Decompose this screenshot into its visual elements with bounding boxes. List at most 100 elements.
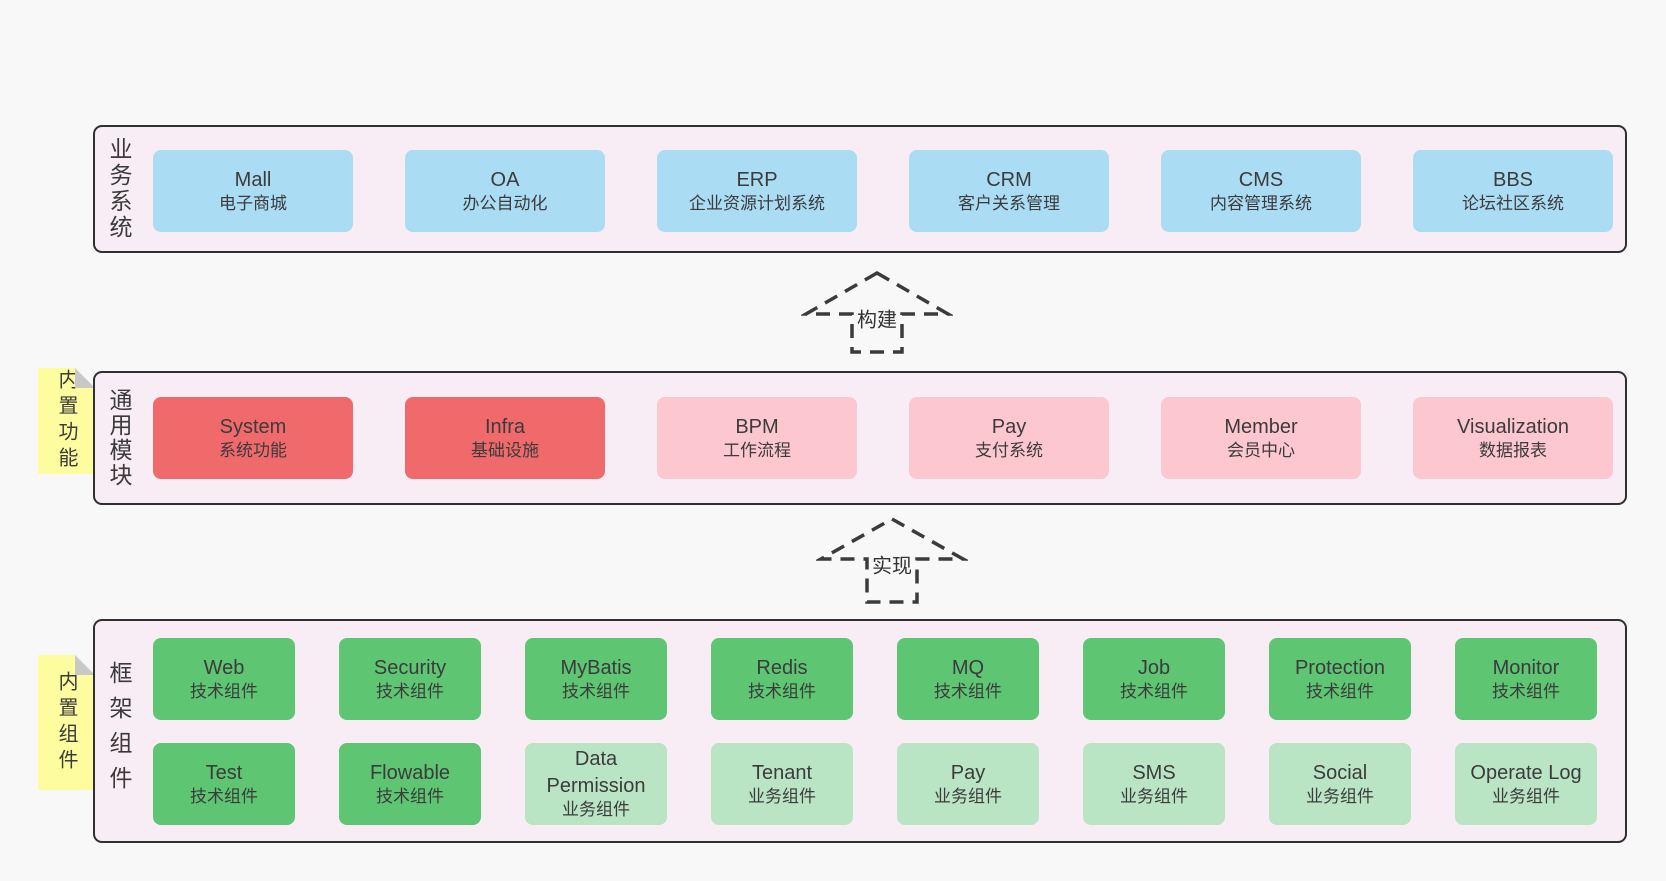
box-pay-biz: Pay 业务组件 (897, 743, 1039, 825)
dashed-up-arrow-icon (801, 270, 953, 354)
box-subtitle: 业务组件 (1120, 786, 1188, 806)
box-bpm: BPM 工作流程 (657, 397, 857, 479)
box-title: Security (373, 656, 447, 679)
section-label-business-systems: 业务系统 (97, 125, 141, 253)
box-subtitle: 内容管理系统 (1210, 193, 1312, 213)
sticky-note-builtin-components: 内置组件 (38, 655, 95, 790)
box-title: CRM (986, 168, 1032, 191)
box-oa: OA 办公自动化 (405, 150, 605, 232)
box-subtitle: 技术组件 (190, 681, 258, 701)
box-cms: CMS 内容管理系统 (1161, 150, 1361, 232)
box-title: Infra (484, 415, 526, 438)
box-operate-log: Operate Log 业务组件 (1455, 743, 1597, 825)
box-title: Member (1224, 415, 1298, 438)
box-title: Monitor (1492, 656, 1560, 679)
box-title: MQ (951, 656, 985, 679)
box-title: Tenant (751, 761, 813, 784)
box-subtitle: 业务组件 (562, 800, 630, 820)
box-monitor: Monitor 技术组件 (1455, 638, 1597, 720)
box-mq: MQ 技术组件 (897, 638, 1039, 720)
box-subtitle: 业务组件 (1492, 786, 1560, 806)
box-subtitle: 基础设施 (471, 440, 539, 460)
box-subtitle: 技术组件 (1120, 681, 1188, 701)
box-web: Web 技术组件 (153, 638, 295, 720)
box-subtitle: 业务组件 (934, 786, 1002, 806)
box-subtitle: 技术组件 (934, 681, 1002, 701)
box-member: Member 会员中心 (1161, 397, 1361, 479)
section-label-text: 业务系统 (106, 137, 132, 241)
box-bbs: BBS 论坛社区系统 (1413, 150, 1613, 232)
box-subtitle: 企业资源计划系统 (689, 193, 825, 213)
box-title: Visualization (1457, 415, 1569, 438)
box-data-permission: Data Permission 业务组件 (525, 743, 667, 825)
box-erp: ERP 企业资源计划系统 (657, 150, 857, 232)
box-redis: Redis 技术组件 (711, 638, 853, 720)
arrow-build: 构建 (801, 268, 953, 356)
arrow-implement: 实现 (816, 514, 968, 606)
box-subtitle: 数据报表 (1479, 440, 1547, 460)
box-subtitle: 电子商城 (219, 193, 287, 213)
box-subtitle: 工作流程 (723, 440, 791, 460)
box-subtitle: 技术组件 (376, 786, 444, 806)
box-subtitle: 业务组件 (748, 786, 816, 806)
section-label-text: 框架组件 (106, 661, 132, 801)
box-title: CMS (1238, 168, 1284, 191)
box-job: Job 技术组件 (1083, 638, 1225, 720)
box-subtitle: 论坛社区系统 (1462, 193, 1564, 213)
section-label-common-modules: 通用模块 (97, 371, 141, 505)
box-title: ERP (736, 168, 778, 191)
section-label-text: 通用模块 (106, 388, 132, 488)
box-title: Redis (756, 656, 808, 679)
box-subtitle: 技术组件 (1306, 681, 1374, 701)
box-title: Operate Log (1470, 761, 1582, 784)
box-title: Pay (950, 761, 986, 784)
box-subtitle: 技术组件 (562, 681, 630, 701)
sticky-label: 内置组件 (55, 670, 77, 775)
box-title: Data Permission (546, 748, 646, 797)
box-crm: CRM 客户关系管理 (909, 150, 1109, 232)
box-subtitle: 客户关系管理 (958, 193, 1060, 213)
box-title: Social (1312, 761, 1368, 784)
box-subtitle: 系统功能 (219, 440, 287, 460)
box-title: Flowable (369, 761, 451, 784)
box-social: Social 业务组件 (1269, 743, 1411, 825)
box-subtitle: 业务组件 (1306, 786, 1374, 806)
box-title: Pay (991, 415, 1027, 438)
box-title: Job (1137, 656, 1171, 679)
dashed-up-arrow-icon (816, 516, 968, 604)
arrow-label: 实现 (869, 549, 915, 579)
box-subtitle: 办公自动化 (462, 193, 548, 213)
box-title: Test (205, 761, 243, 784)
box-title: BBS (1492, 168, 1534, 191)
box-title: Protection (1294, 656, 1386, 679)
box-title: Mall (234, 168, 272, 191)
folded-corner (75, 368, 95, 388)
box-visualization: Visualization 数据报表 (1413, 397, 1613, 479)
box-subtitle: 技术组件 (190, 786, 258, 806)
folded-corner (75, 655, 95, 675)
sticky-label: 内置功能 (55, 369, 77, 473)
box-sms: SMS 业务组件 (1083, 743, 1225, 825)
box-title: Web (203, 656, 245, 679)
box-subtitle: 技术组件 (376, 681, 444, 701)
box-mall: Mall 电子商城 (153, 150, 353, 232)
box-mybatis: MyBatis 技术组件 (525, 638, 667, 720)
box-security: Security 技术组件 (339, 638, 481, 720)
box-protection: Protection 技术组件 (1269, 638, 1411, 720)
box-flowable: Flowable 技术组件 (339, 743, 481, 825)
box-title: OA (490, 168, 520, 191)
box-subtitle: 支付系统 (975, 440, 1043, 460)
box-title: SMS (1132, 761, 1176, 784)
box-tenant: Tenant 业务组件 (711, 743, 853, 825)
box-infra: Infra 基础设施 (405, 397, 605, 479)
box-pay: Pay 支付系统 (909, 397, 1109, 479)
box-subtitle: 会员中心 (1227, 440, 1295, 460)
box-subtitle: 技术组件 (1492, 681, 1560, 701)
box-test: Test 技术组件 (153, 743, 295, 825)
box-title: BPM (735, 415, 779, 438)
box-subtitle: 技术组件 (748, 681, 816, 701)
box-title: System (219, 415, 287, 438)
sticky-note-builtin-features: 内置功能 (38, 368, 95, 474)
box-system: System 系统功能 (153, 397, 353, 479)
